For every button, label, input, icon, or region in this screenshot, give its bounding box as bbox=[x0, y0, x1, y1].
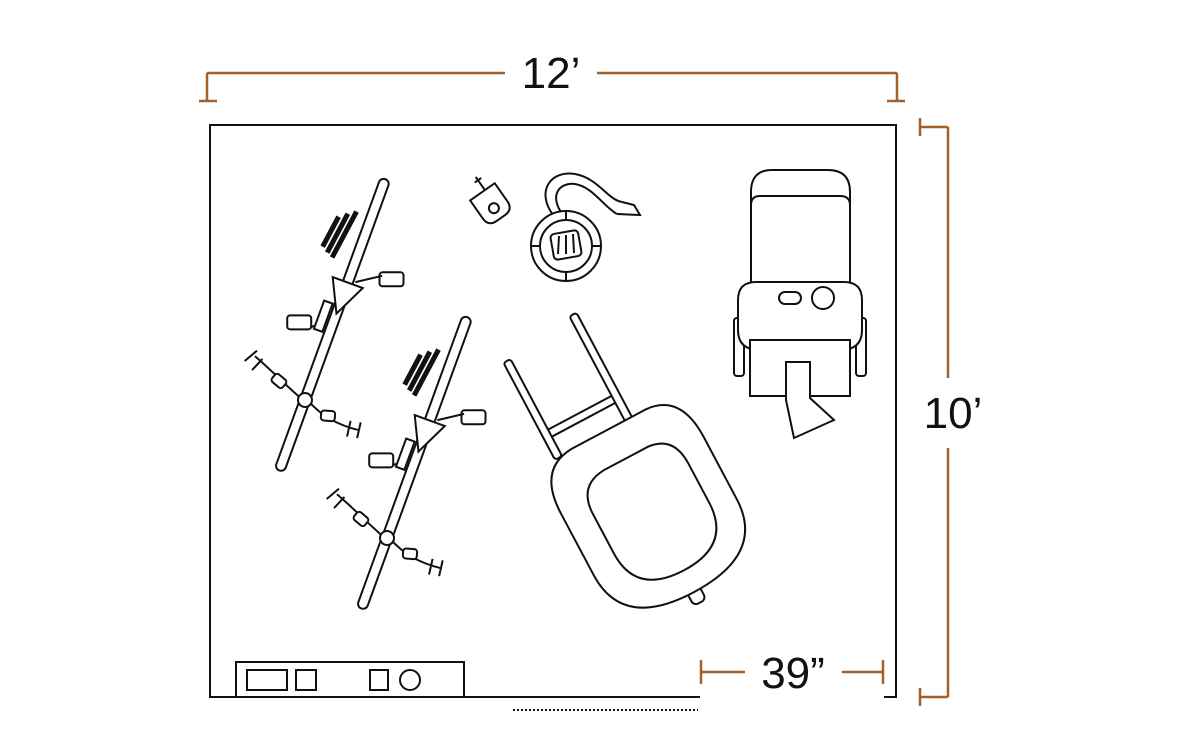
bicycle-icon bbox=[326, 315, 487, 610]
wheelbarrow-icon bbox=[503, 312, 747, 609]
bicycle-icon bbox=[244, 177, 405, 472]
lawn-mower-icon bbox=[733, 169, 867, 440]
door-dimension-label: 39” bbox=[761, 649, 825, 698]
hose-reel-icon bbox=[530, 172, 642, 282]
width-dimension-label: 12’ bbox=[522, 49, 581, 98]
width-dimension bbox=[199, 71, 905, 103]
height-dimension-label: 10’ bbox=[924, 389, 983, 438]
door-dimension bbox=[699, 660, 885, 684]
spray-nozzle-icon bbox=[468, 176, 511, 225]
height-dimension bbox=[918, 118, 950, 706]
workbench-icon bbox=[235, 661, 465, 698]
